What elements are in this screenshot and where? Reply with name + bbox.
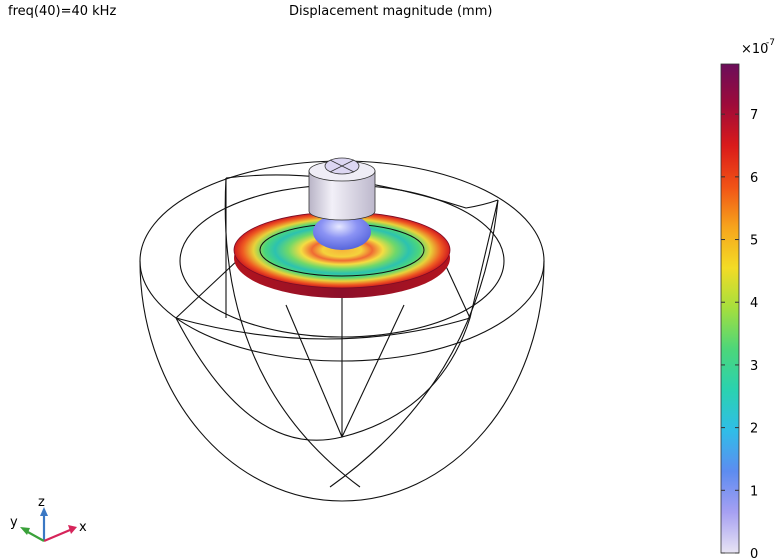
- x-axis-arrow: [43, 528, 71, 543]
- colorbar-tick-label: 2: [750, 422, 758, 437]
- colorbar-multiplier-base: ×10: [741, 42, 768, 57]
- colorbar-tick-label: 6: [750, 171, 758, 186]
- colorbar-tick-label: 7: [750, 108, 758, 123]
- x-axis-label: x: [79, 520, 87, 535]
- y-axis-arrowhead: [20, 527, 30, 535]
- colorbar-tick-label: 0: [750, 547, 758, 558]
- colorbar-tick-label: 4: [750, 296, 758, 311]
- colorbar-tick-label: 5: [750, 234, 758, 249]
- colorbar-ticks: 0 1 2 3 4 5 6 7: [721, 108, 758, 558]
- axes-triad: z x y: [10, 495, 87, 543]
- colorbar-tick-label: 1: [750, 484, 758, 499]
- y-axis-label: y: [10, 515, 18, 530]
- plot-title: Displacement magnitude (mm): [289, 4, 493, 19]
- z-axis-label: z: [38, 495, 45, 510]
- y-axis-arrow: [25, 530, 45, 542]
- 3d-plot-view[interactable]: z x y: [0, 0, 690, 558]
- colorbar-multiplier-exponent: -7: [766, 38, 775, 48]
- colorbar: ×10 -7 0 1 2 3 4 5 6 7: [720, 38, 775, 558]
- z-axis-arrowhead: [40, 507, 48, 516]
- parameter-label: freq(40)=40 kHz: [8, 4, 117, 19]
- colorbar-tick-label: 3: [750, 359, 758, 374]
- colorbar-gradient: [720, 63, 740, 554]
- transducer-horn: [308, 157, 376, 250]
- x-axis-arrowhead: [68, 525, 77, 534]
